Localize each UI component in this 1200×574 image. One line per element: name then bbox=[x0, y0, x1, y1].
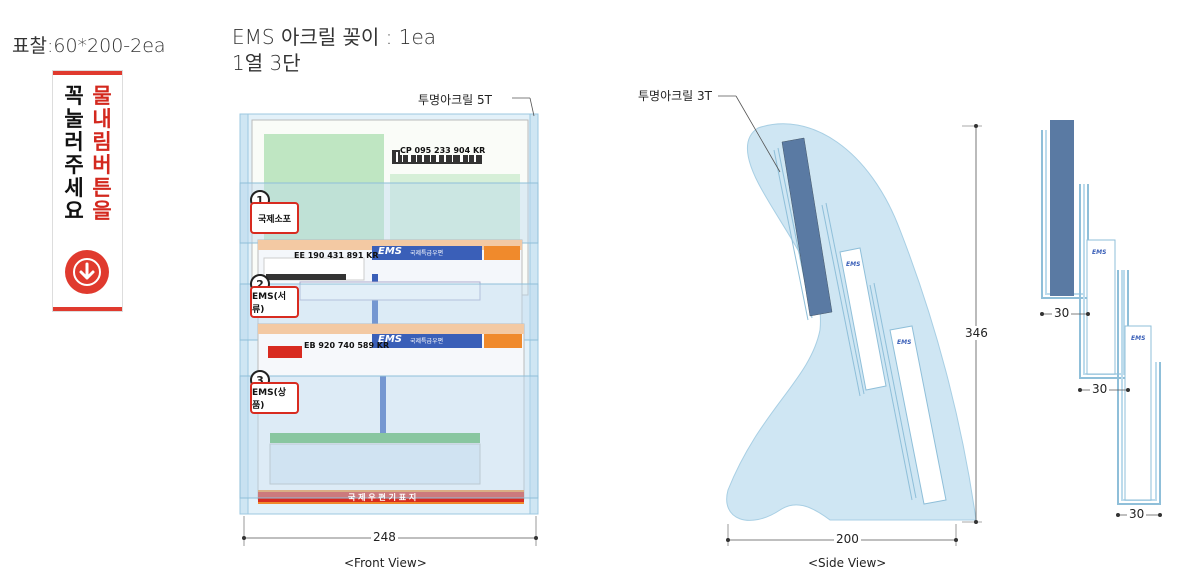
down-arrow-icon bbox=[65, 250, 109, 294]
parcel-tracking-number: CP 095 233 904 KR bbox=[400, 146, 486, 155]
side-ems-brand-1: EMS bbox=[846, 261, 860, 268]
side-view-caption: <Side View> bbox=[808, 556, 887, 570]
detail-view: EMS EMS 30 30 30 bbox=[1030, 110, 1200, 530]
sign-char: 눌 bbox=[64, 107, 84, 131]
slot-label-parcel: 국제소포 bbox=[250, 202, 299, 234]
side-ems-brand-2: EMS bbox=[897, 339, 911, 346]
front-width-dimension: 248 bbox=[371, 530, 398, 544]
sign-char: 버 bbox=[92, 153, 112, 177]
sign-char: 러 bbox=[64, 130, 84, 154]
sign-char: 림 bbox=[92, 130, 112, 154]
detail-depth-dimension-3: 30 bbox=[1127, 507, 1147, 521]
sign-char: 주 bbox=[64, 153, 84, 177]
ems-docs-tracking-number: EE 190 431 891 KR bbox=[294, 251, 379, 260]
holder-subtitle: 1열 3단 bbox=[232, 51, 301, 75]
sign-char: 튼 bbox=[92, 176, 112, 200]
ems-goods-tracking-number: EB 920 740 589 KR bbox=[304, 341, 390, 350]
holder-title: EMS 아크릴 꽂이 : 1ea bbox=[232, 25, 437, 49]
side-material-label: 투명아크릴 3T bbox=[638, 89, 712, 103]
sign-char: 내 bbox=[92, 107, 112, 131]
ems-docs-brand: EMS bbox=[378, 246, 402, 257]
detail-ems-brand-2: EMS bbox=[1131, 335, 1145, 342]
sign-char: 꼭 bbox=[64, 84, 84, 108]
side-view: EMS EMS 투명아크릴 3T 346 200 <Side View> bbox=[638, 80, 1020, 574]
slot-label-ems-goods: EMS(상품) bbox=[250, 382, 299, 414]
sign-text-column-1: 꼭 눌 러 주 세 요 bbox=[62, 85, 86, 223]
front-view: CP 095 233 904 KR EE 190 431 891 KR EMS … bbox=[230, 88, 550, 574]
side-height-dimension: 346 bbox=[963, 326, 990, 340]
ems-docs-subtitle: 국제특급우편 bbox=[410, 250, 444, 257]
sign-text-column-2: 물 내 림 버 튼 을 bbox=[90, 85, 114, 223]
form-footer-label: 국 제 우 편 기 표 지 bbox=[348, 493, 417, 502]
detail-depth-dimension-2: 30 bbox=[1090, 382, 1110, 396]
ems-goods-subtitle: 국제특급우편 bbox=[410, 338, 444, 345]
sign-char: 을 bbox=[92, 199, 112, 223]
side-width-dimension: 200 bbox=[834, 532, 861, 546]
front-material-label: 투명아크릴 5T bbox=[418, 93, 492, 107]
detail-ems-brand-1: EMS bbox=[1092, 249, 1106, 256]
flush-button-sign: 꼭 눌 러 주 세 요 물 내 림 버 튼 을 bbox=[53, 71, 122, 311]
sign-char: 세 bbox=[64, 176, 84, 200]
side-view-drawing: EMS EMS bbox=[718, 95, 982, 546]
slot-label-ems-docs: EMS(서류) bbox=[250, 286, 299, 318]
front-view-caption: <Front View> bbox=[344, 556, 427, 570]
detail-view-drawing: EMS EMS bbox=[1040, 120, 1162, 517]
ems-goods-brand: EMS bbox=[378, 334, 402, 345]
sign-char: 요 bbox=[64, 199, 84, 223]
sign-char: 물 bbox=[92, 84, 112, 108]
detail-depth-dimension-1: 30 bbox=[1052, 306, 1072, 320]
plate-spec-text: 표찰:60*200-2ea bbox=[12, 35, 166, 57]
